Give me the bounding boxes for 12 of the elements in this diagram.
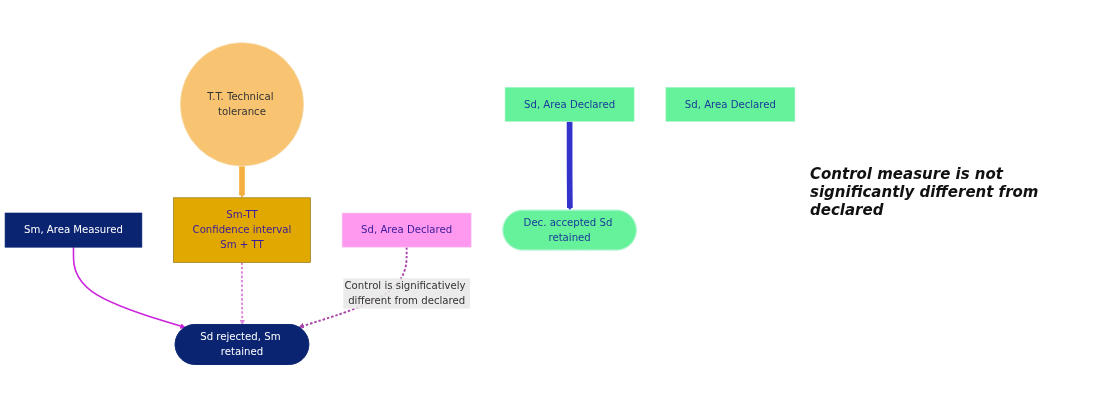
arrow: [566, 121, 573, 211]
arrow: [72, 246, 186, 329]
node-circle: T.T. Technical tolerance: [179, 42, 305, 167]
node-box: Sm-TT Confidence interval Sm + TT: [173, 197, 311, 263]
node-box: Sd, Area Declared: [665, 86, 796, 122]
arrow: [239, 165, 245, 199]
node-box: Sd, Area Declared: [341, 212, 472, 248]
node-box: Sm, Area Measured: [4, 212, 143, 248]
edge-label: Control is significatively different from declared: [344, 279, 466, 307]
node-box: Sd, Area Declared: [504, 86, 635, 122]
arrow: [239, 261, 246, 326]
note-text: Control measure is not significantly different from declared: [810, 165, 1040, 219]
